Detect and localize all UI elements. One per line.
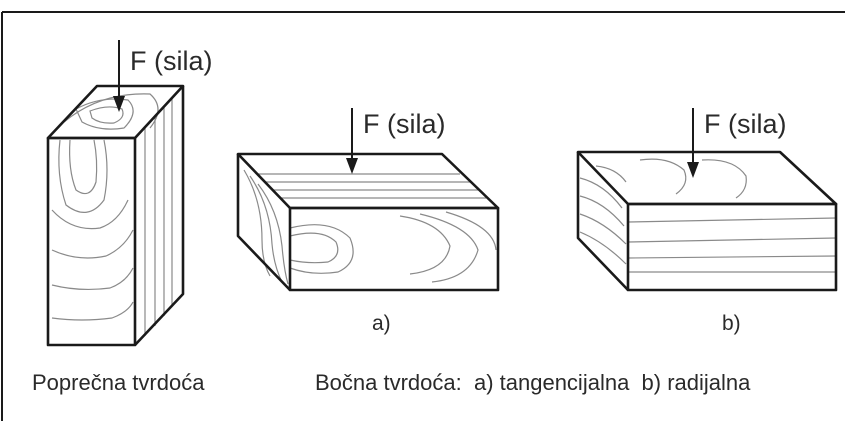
top-face: [238, 154, 498, 208]
frame: [1, 11, 845, 421]
grain-front: [627, 217, 837, 273]
side-face: [578, 152, 628, 290]
top-face: [48, 86, 183, 138]
block-transverse: [46, 84, 185, 347]
block-radial: [576, 150, 838, 292]
side-face: [238, 154, 290, 290]
caption-transverse: Poprečna tvrdoća: [32, 370, 205, 395]
grain-front: [51, 139, 134, 321]
sub-label-a: a): [372, 312, 391, 335]
force-arrow-1: [113, 40, 125, 112]
front-face: [48, 138, 135, 345]
force-arrow-2: [346, 108, 358, 174]
grain-front: [289, 211, 497, 283]
force-label-2: F (sila): [363, 109, 446, 139]
sub-label-b: b): [722, 312, 741, 335]
grain-side: [579, 177, 627, 265]
force-label-1: F (sila): [130, 46, 213, 76]
block-tangential: [236, 152, 500, 292]
force-arrow-3: [687, 108, 699, 178]
caption-lateral: Bočna tvrdoća: a) tangencijalna b) radij…: [315, 370, 751, 395]
top-face: [578, 152, 836, 204]
front-face: [290, 208, 498, 290]
force-label-3: F (sila): [704, 109, 787, 139]
grain-side: [144, 99, 173, 336]
front-face: [628, 204, 836, 290]
side-face: [135, 86, 183, 345]
grain-top: [258, 173, 486, 199]
grain-top: [595, 158, 747, 199]
